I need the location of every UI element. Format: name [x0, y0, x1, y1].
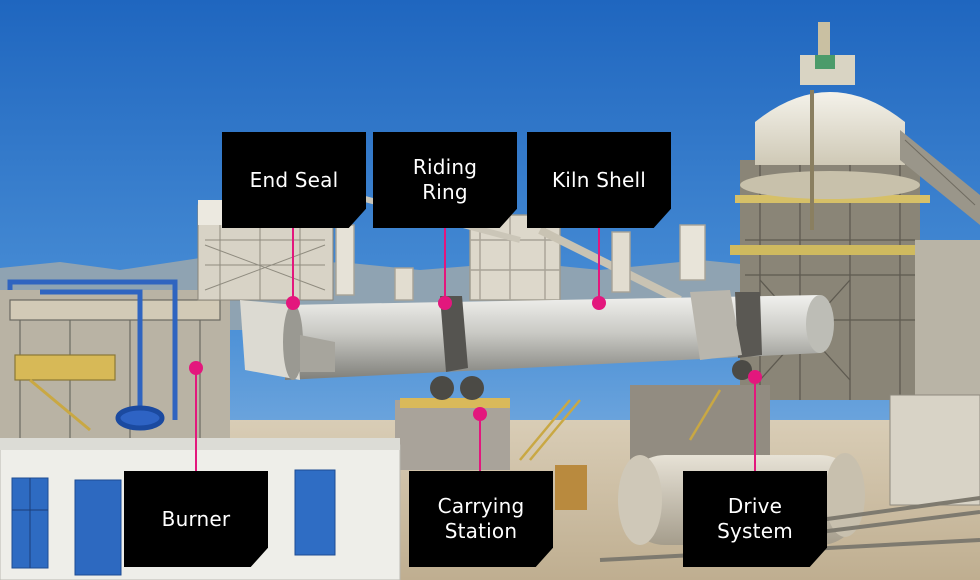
label-kiln-shell: Kiln Shell	[527, 132, 671, 228]
support-rollers	[430, 360, 752, 400]
kiln-tube	[240, 290, 834, 380]
label-carrying-station-text: Carrying Station	[437, 494, 525, 543]
label-kiln-shell-text: Kiln Shell	[551, 167, 647, 192]
burner-dot	[189, 361, 203, 375]
drive-system-dot	[748, 370, 762, 384]
label-end-seal-text: End Seal	[249, 167, 339, 192]
riding-ring-2	[735, 292, 762, 358]
label-riding-ring: Riding Ring	[373, 132, 517, 228]
carrying-station-leader	[479, 413, 481, 471]
label-riding-ring-text: Riding Ring	[412, 155, 478, 204]
kiln-pier-middle	[395, 400, 510, 470]
riding-ring-leader	[444, 228, 446, 302]
label-drive-system-text: Drive System	[717, 494, 793, 543]
middle-scaffolding	[335, 192, 706, 304]
silo-dome	[755, 92, 905, 165]
riding-ring-1	[440, 296, 468, 372]
end-seal-dot	[286, 296, 300, 310]
label-end-seal: End Seal	[222, 132, 366, 228]
preheater-tower	[730, 22, 930, 400]
label-carrying-station: Carrying Station	[409, 471, 553, 567]
burner-leader	[195, 367, 197, 471]
kiln-shell-leader	[598, 228, 600, 302]
end-seal-leader	[292, 228, 294, 302]
kiln-shell-dot	[592, 296, 606, 310]
blue-pipes	[7, 279, 178, 431]
label-drive-system: Drive System	[683, 471, 827, 567]
riding-ring-dot	[438, 296, 452, 310]
label-burner: Burner	[124, 471, 268, 567]
drive-system-leader	[754, 376, 756, 471]
label-burner-text: Burner	[161, 506, 231, 531]
carrying-station-dot	[473, 407, 487, 421]
